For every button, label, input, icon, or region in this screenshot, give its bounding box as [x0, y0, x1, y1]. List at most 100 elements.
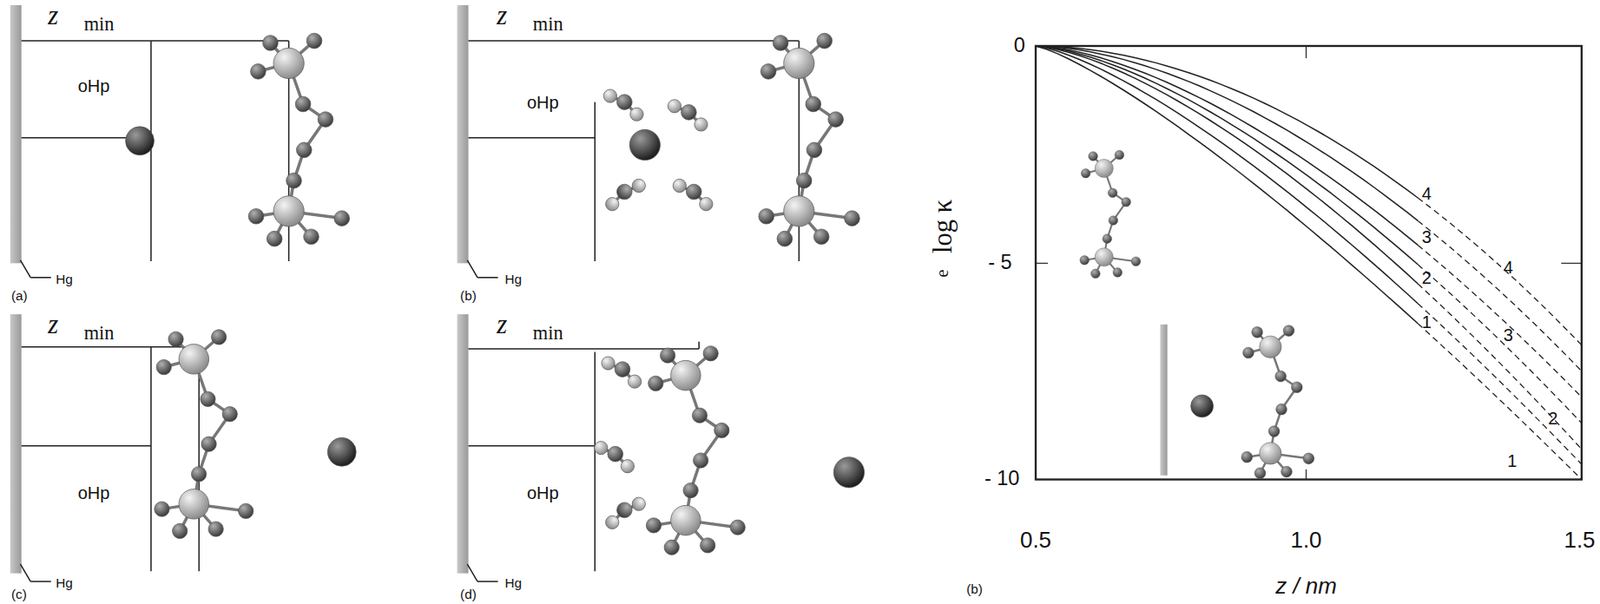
- water-molecule: [667, 99, 708, 132]
- atom: [168, 331, 184, 347]
- atom: [1114, 150, 1125, 160]
- atom: [1094, 158, 1113, 178]
- tick: [1560, 263, 1582, 264]
- guide-line: [21, 346, 200, 349]
- label: 4: [1503, 258, 1514, 277]
- atom: [627, 375, 641, 389]
- atom: [334, 210, 350, 227]
- label: 3: [1503, 326, 1514, 344]
- atom: [667, 99, 681, 113]
- atom: [222, 407, 238, 422]
- atom: [208, 521, 224, 537]
- atom: [250, 64, 267, 80]
- atom: [273, 47, 304, 79]
- atom: [1283, 325, 1295, 337]
- atom: [805, 96, 822, 112]
- atom: [730, 520, 745, 535]
- label: 3: [1422, 228, 1432, 246]
- label: oHp: [526, 93, 560, 112]
- atom: [685, 184, 702, 200]
- atom: [1259, 442, 1282, 465]
- guide-line: [150, 40, 152, 262]
- leader-line: [477, 276, 499, 279]
- atom: [796, 172, 812, 189]
- mercury-electrode: [10, 314, 22, 574]
- guide-line: [21, 445, 152, 448]
- label: Hg: [55, 272, 73, 286]
- atom: [813, 229, 830, 245]
- atom: [1112, 268, 1123, 278]
- ion: [125, 126, 155, 156]
- water-molecule: [603, 89, 644, 121]
- label: (d): [460, 588, 477, 602]
- atom: [248, 208, 264, 224]
- atom: [1131, 256, 1141, 267]
- atom: [617, 502, 633, 519]
- extrapolated-curve: [1417, 244, 1582, 397]
- solvent-molecule: [645, 346, 745, 556]
- atom: [645, 518, 661, 534]
- atom: [630, 107, 644, 121]
- label: min: [84, 323, 115, 343]
- water-molecule: [605, 178, 646, 211]
- guide-line: [593, 102, 596, 262]
- atom: [286, 172, 303, 189]
- label: z / nm: [1275, 575, 1337, 599]
- atom: [273, 196, 304, 227]
- atom: [603, 89, 617, 103]
- label: oHp: [526, 484, 560, 502]
- rate-curve: [1035, 46, 1418, 304]
- atom: [683, 482, 698, 498]
- label: 1.0: [1290, 529, 1323, 553]
- atom: [1080, 168, 1091, 178]
- atom: [692, 453, 708, 468]
- label: z: [47, 1, 59, 29]
- atom: [700, 538, 716, 554]
- leader-line: [477, 580, 499, 583]
- atom: [703, 346, 718, 362]
- mercury-electrode: [10, 5, 22, 264]
- atom: [306, 32, 323, 49]
- atom: [617, 184, 633, 200]
- extrapolated-curve: [1417, 283, 1582, 450]
- guide-line: [21, 39, 290, 42]
- atom: [605, 515, 619, 529]
- label: min: [533, 323, 564, 343]
- label: 4: [1422, 184, 1432, 203]
- water-molecule: [672, 178, 713, 211]
- atom: [156, 359, 172, 375]
- atom: [1094, 248, 1113, 267]
- leader-line: [30, 580, 52, 583]
- atom: [632, 178, 646, 192]
- leader-line: [467, 260, 478, 278]
- atom: [295, 96, 311, 112]
- label: (b): [966, 583, 983, 597]
- atom: [605, 197, 619, 211]
- atom: [783, 196, 815, 227]
- atom: [672, 178, 686, 192]
- label: e: [933, 269, 951, 278]
- rate-curve: [1035, 46, 1418, 221]
- atom: [1079, 256, 1090, 266]
- atom: [816, 32, 833, 49]
- extrapolated-curve: [1417, 323, 1582, 481]
- water-molecule: [601, 356, 642, 389]
- extrapolated-curve: [1417, 264, 1582, 424]
- guide-line: [150, 347, 152, 573]
- atom: [1107, 188, 1118, 198]
- tick: [1305, 46, 1307, 59]
- atom: [844, 210, 861, 227]
- label: (b): [460, 289, 477, 303]
- atom: [303, 229, 320, 245]
- atom: [190, 467, 206, 482]
- atom: [1259, 335, 1282, 358]
- atom: [776, 230, 793, 247]
- solvent-molecule: [1241, 325, 1315, 480]
- atom: [1243, 347, 1255, 359]
- atom: [1102, 234, 1113, 244]
- atom: [317, 111, 334, 128]
- atom: [614, 362, 631, 378]
- atom: [1303, 453, 1315, 465]
- label: - 10: [984, 469, 1021, 491]
- extrapolated-curve: [1417, 220, 1582, 371]
